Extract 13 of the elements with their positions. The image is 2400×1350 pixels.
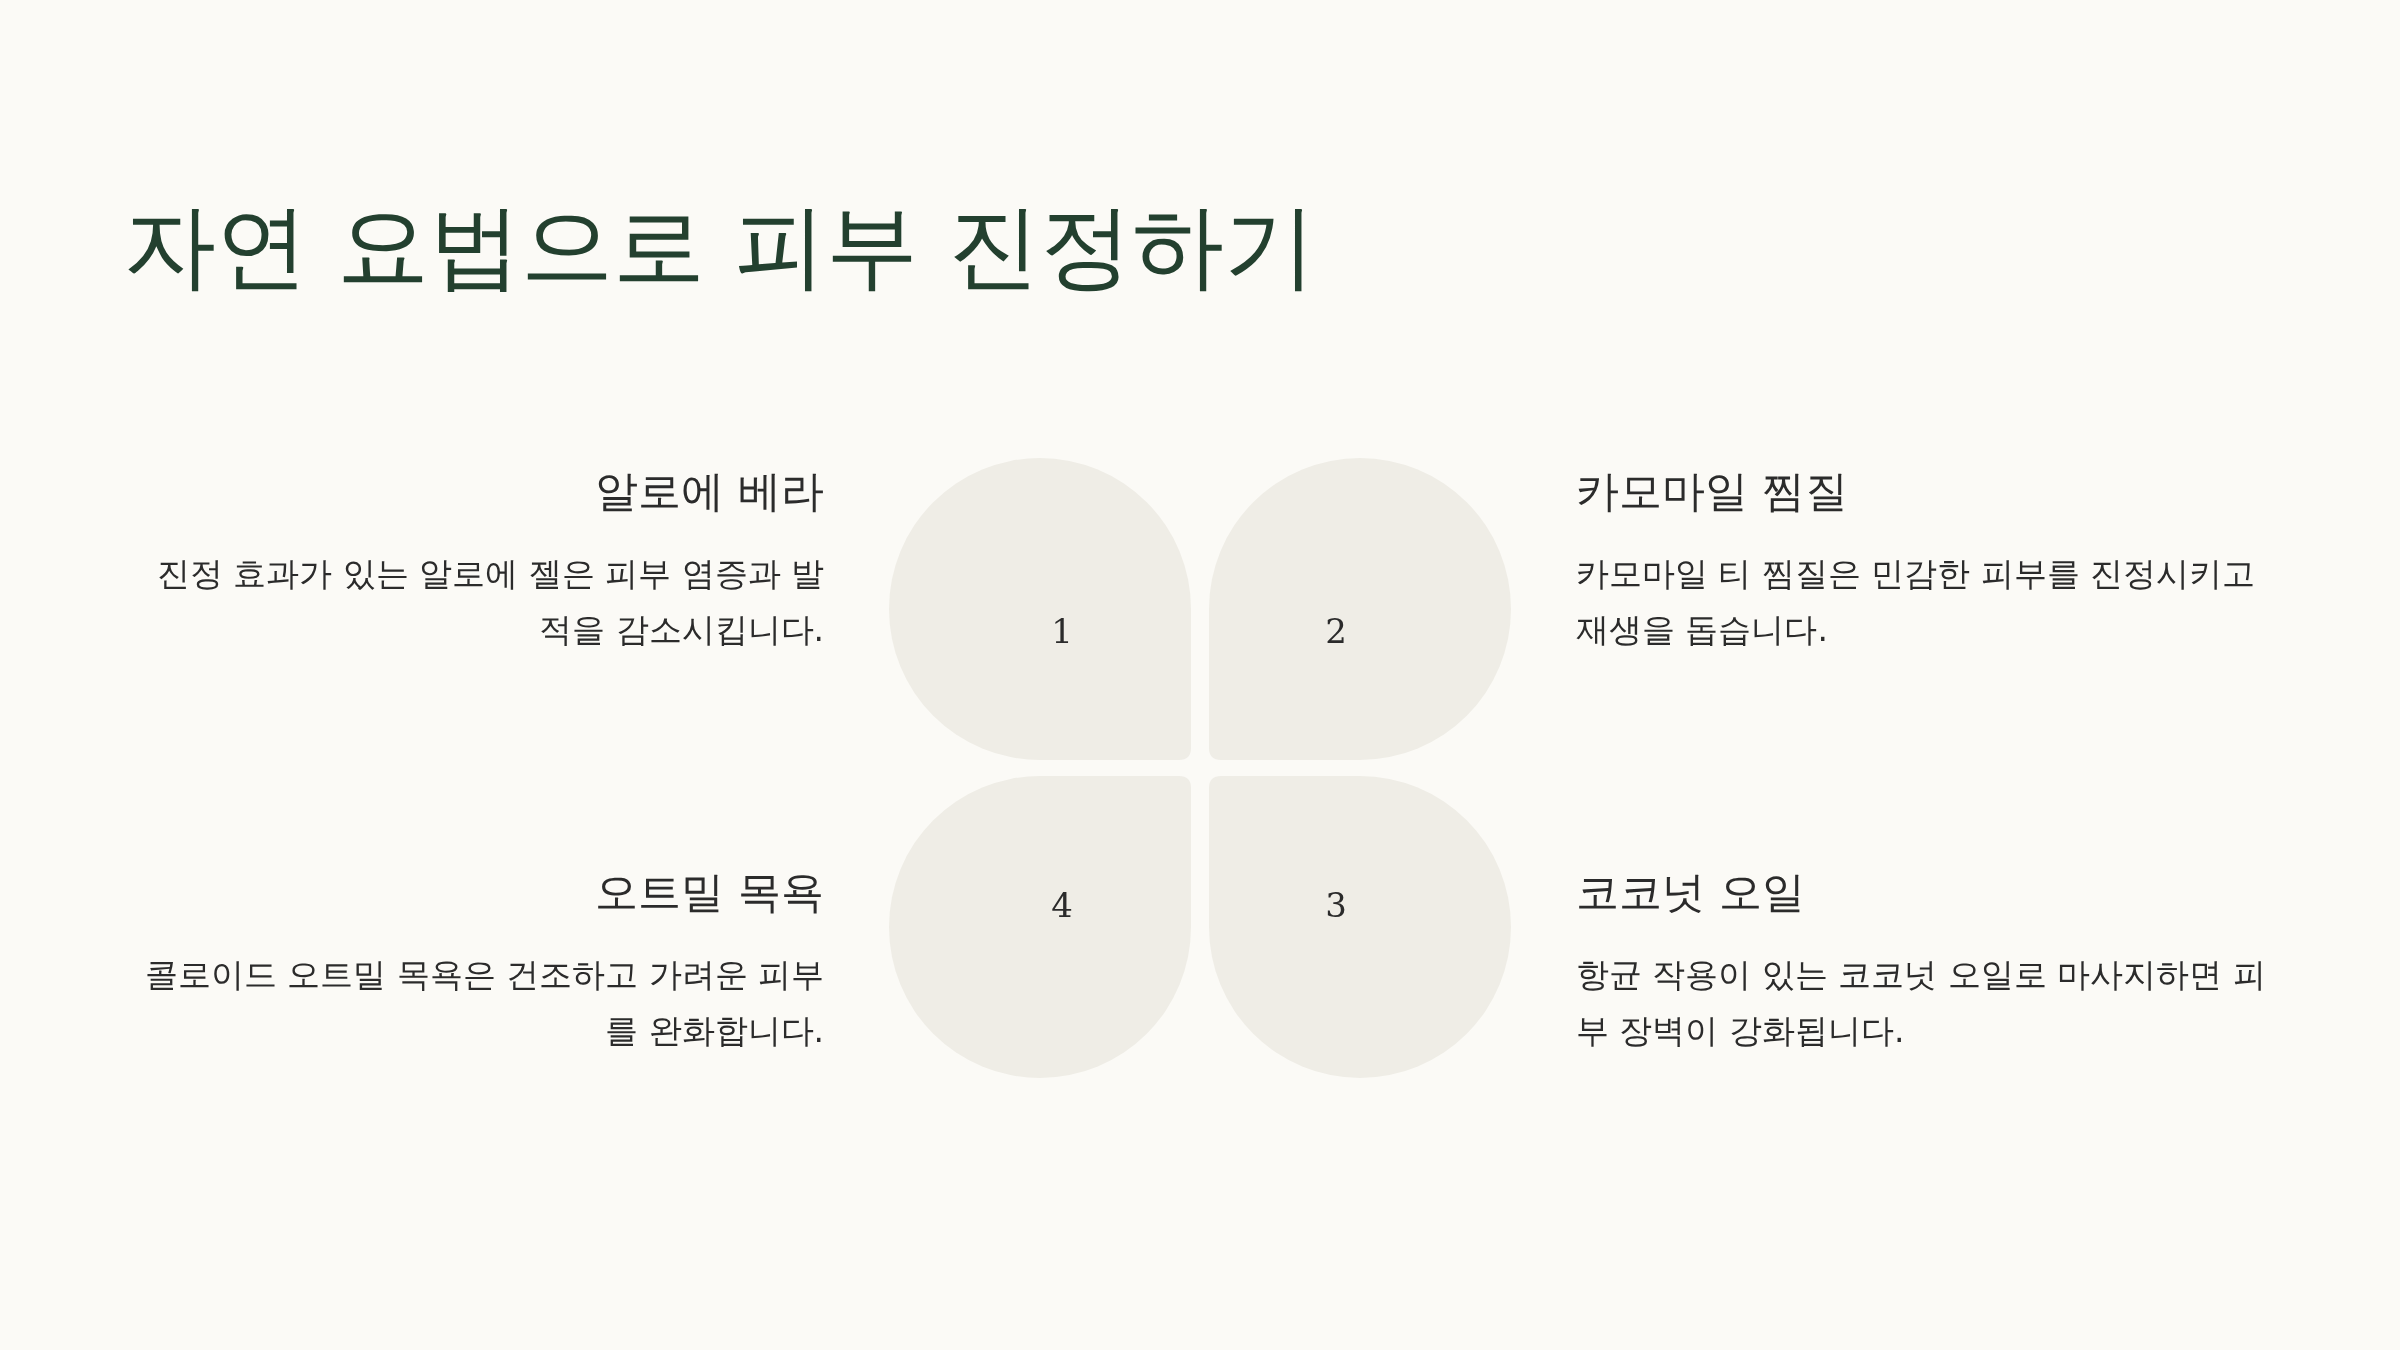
item-heading: 코코넛 오일 — [1576, 867, 1805, 919]
item-description: 항균 작용이 있는 코코넛 오일로 마사지하면 피부 장벽이 강화됩니다. — [1576, 954, 2267, 1052]
item-heading: 오트밀 목욕 — [595, 867, 824, 919]
step-number: 1 — [1051, 614, 1073, 648]
item-heading: 카모마일 찜질 — [1576, 466, 1848, 518]
step-number: 4 — [1051, 888, 1073, 922]
title: 자연 요법으로 피부 진정하기 — [124, 196, 1316, 298]
item-description: 진정 효과가 있는 알로에 젤은 피부 염증과 발적을 감소시킵니다. — [155, 553, 824, 651]
step-number: 2 — [1325, 614, 1347, 648]
item-description: 콜로이드 오트밀 목욕은 건조하고 가려운 피부를 완화합니다. — [143, 954, 824, 1052]
item-description: 카모마일 티 찜질은 민감한 피부를 진정시키고 재생을 돕습니다. — [1576, 553, 2257, 651]
item-heading: 알로에 베라 — [595, 466, 824, 518]
step-number: 3 — [1325, 888, 1347, 922]
